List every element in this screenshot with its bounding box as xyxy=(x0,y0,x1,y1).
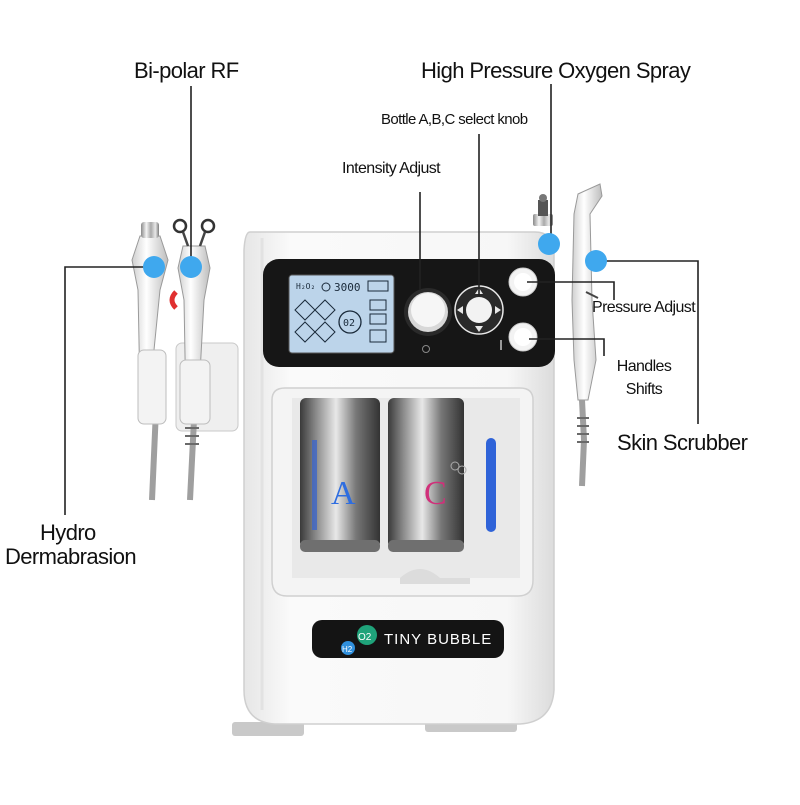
label-dermabrasion: Dermabrasion xyxy=(5,544,137,569)
handles-shift-button[interactable] xyxy=(508,322,538,352)
label-shifts: Shifts xyxy=(625,381,663,398)
machine-foot-left xyxy=(232,722,304,736)
bottle-select-knob[interactable] xyxy=(454,285,504,335)
bottle-c xyxy=(388,398,464,552)
bottle-a xyxy=(300,398,380,552)
label-hydro: Hydro xyxy=(40,520,96,545)
brand-name: TINY BUBBLE xyxy=(384,631,492,648)
label-pressure: Pressure Adjust xyxy=(592,299,696,316)
label-handles: Handles xyxy=(616,358,672,375)
label-bottle-select: Bottle A,B,C select knob xyxy=(381,111,528,128)
marker-oxygen xyxy=(538,233,560,255)
water-level-bar xyxy=(486,438,496,532)
callout-lines xyxy=(64,84,699,515)
label-intensity: Intensity Adjust xyxy=(342,160,441,177)
marker-rf xyxy=(180,256,202,278)
label-bipolar-rf: Bi-polar RF xyxy=(134,58,239,83)
lcd-mode: 02 xyxy=(343,318,355,329)
intensity-knob[interactable] xyxy=(404,288,452,336)
pressure-adjust-button[interactable] xyxy=(508,267,538,297)
label-skin-scrubber: Skin Scrubber xyxy=(617,430,748,455)
svg-text:H₂O₂: H₂O₂ xyxy=(296,282,315,291)
callout-markers xyxy=(143,233,607,278)
oxygen-spray-nozzle xyxy=(533,194,553,226)
skin-scrubber-handpiece xyxy=(571,183,603,487)
marker-hydro xyxy=(143,256,165,278)
o2-logo-icon xyxy=(357,625,377,645)
lcd-readout: 3000 xyxy=(334,281,361,294)
label-oxygen-spray: High Pressure Oxygen Spray xyxy=(421,58,691,83)
bottle-a-letter: A xyxy=(331,475,356,512)
marker-scrubber xyxy=(585,250,607,272)
bottle-c-letter: C xyxy=(424,475,447,512)
logo-h2-text: H2 xyxy=(342,645,353,654)
lcd-screen xyxy=(288,274,395,354)
logo-o2-text: O2 xyxy=(358,632,372,643)
h2-logo-icon xyxy=(341,641,355,655)
